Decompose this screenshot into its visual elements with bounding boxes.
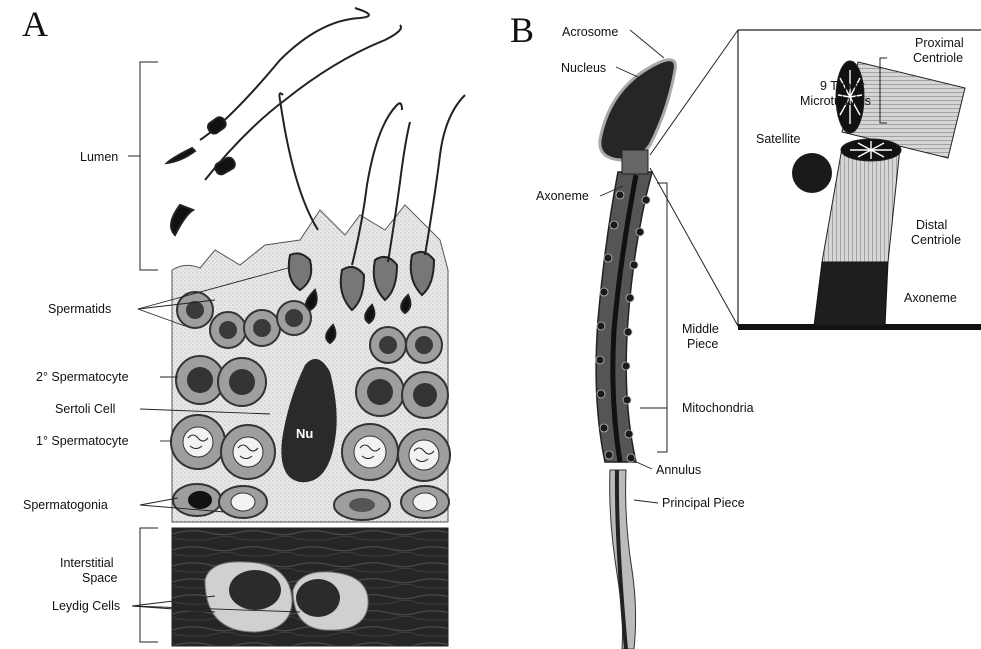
axoneme-inset-body [814,262,888,326]
label-nucleus: Nucleus [561,61,606,75]
label-spermatids: Spermatids [48,302,111,316]
middle-piece-bracket [657,183,667,452]
panel-a-letter: A [22,4,48,44]
label-satellite: Satellite [756,132,801,146]
label-middle-piece-line1: Middle [682,322,719,336]
distal-centriole [822,139,901,262]
label-acrosome: Acrosome [562,25,618,39]
interstitial-bracket [140,528,158,642]
label-triplet-line2: Microtubules [800,94,871,108]
label-distal-centriole-line1: Distal [916,218,947,232]
label-leydig-cells: Leydig Cells [52,599,120,613]
label-principal-piece: Principal Piece [662,496,745,510]
label-spermatogonia: Spermatogonia [23,498,108,512]
label-primary-spermatocyte: 1° Spermatocyte [36,434,129,448]
label-interstitial-line1: Interstitial [60,556,114,570]
label-lumen: Lumen [80,150,118,164]
centriole-inset [650,30,981,330]
label-sertoli-cell: Sertoli Cell [55,402,115,416]
label-proximal-centriole-line1: Proximal [915,36,964,50]
label-axoneme-inset: Axoneme [904,291,957,305]
label-proximal-centriole-line2: Centriole [913,51,963,65]
label-triplet-line1: 9 Triplet [820,79,865,93]
label-axoneme: Axoneme [536,189,589,203]
label-distal-centriole-line2: Centriole [911,233,961,247]
label-interstitial-line2: Space [82,571,117,585]
satellite-body [792,153,832,193]
label-annulus: Annulus [656,463,701,477]
panel-b-letter: B [510,10,534,50]
label-secondary-spermatocyte: 2° Spermatocyte [36,370,129,384]
lumen-bracket [128,62,158,270]
panel-b: B [510,10,981,649]
panel-a: A Nu [22,4,465,646]
middle-piece [596,172,652,462]
sertoli-nucleus-label: Nu [296,426,313,441]
sperm-head [600,60,676,160]
label-mitochondria: Mitochondria [682,401,754,415]
neck-region [622,150,648,174]
label-middle-piece-line2: Piece [687,337,718,351]
